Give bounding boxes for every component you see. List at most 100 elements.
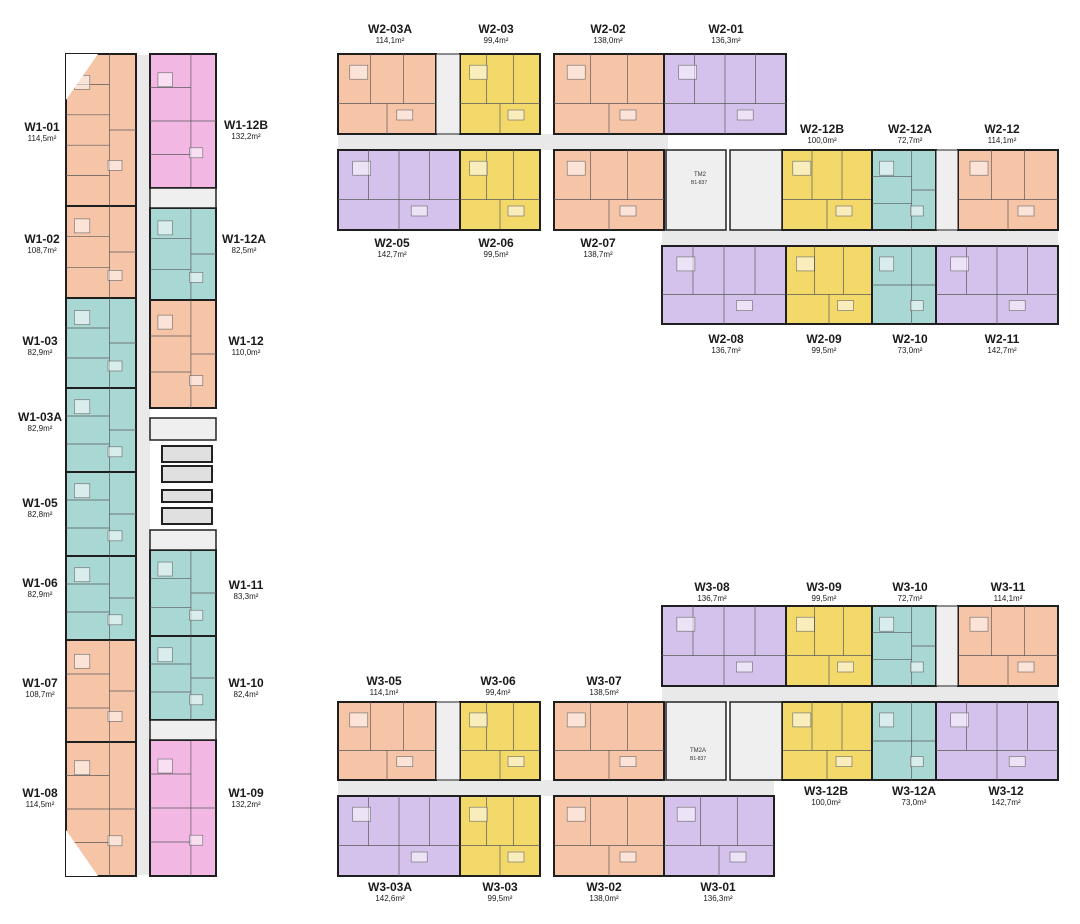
furniture-bed: [74, 653, 91, 669]
unit-w2-01: [663, 53, 787, 135]
unit-w3-01: [663, 795, 775, 877]
furniture-bed: [879, 616, 895, 632]
unit-w1-12a: [149, 207, 217, 301]
unit-code-label: W2-12B: [799, 122, 845, 136]
unit-w3-10: [871, 605, 937, 687]
unit-code-label: W3-08: [694, 580, 730, 594]
unit-area-label: 114,1m²: [369, 688, 399, 697]
furniture-bed: [879, 256, 895, 272]
unit-code-label: W2-03A: [367, 22, 413, 36]
unit-area-label: 99,5m²: [483, 250, 509, 259]
unit-w3-09: [785, 605, 873, 687]
furniture-table: [736, 661, 753, 673]
unit-area-label: 108,7m²: [27, 246, 57, 255]
unit-code-label: W3-03: [482, 880, 518, 894]
unit-area-label: 82,5m²: [231, 246, 257, 255]
furniture-bed: [469, 64, 488, 80]
furniture-table: [1008, 756, 1026, 767]
unit-area-label: 73,0m²: [897, 346, 923, 355]
unit-area-label: 99,4m²: [485, 688, 511, 697]
furniture-table: [619, 851, 637, 863]
furniture-table: [107, 160, 123, 171]
unit-w2-12: [957, 149, 1059, 231]
furniture-table: [189, 834, 204, 846]
unit-code-label: W2-01: [708, 22, 744, 36]
corridor-w3-lower: [338, 780, 774, 796]
unit-code-label: W3-03A: [367, 880, 413, 894]
unit-area-label: 99,5m²: [487, 894, 513, 903]
unit-code-label: W3-01: [700, 880, 736, 894]
furniture-table: [835, 756, 853, 767]
unit-w1-11: [149, 549, 217, 637]
unit-w2-07: [553, 149, 665, 231]
unit-w3-11: [957, 605, 1059, 687]
unit-area-label: 114,1m²: [987, 136, 1017, 145]
unit-code-label: W1-03: [22, 334, 58, 348]
furniture-bed: [157, 758, 173, 774]
unit-area-label: 99,5m²: [811, 594, 837, 603]
furniture-table: [619, 756, 637, 767]
unit-code-label: W3-05: [366, 674, 402, 688]
unit-code-label: W1-01: [24, 120, 60, 134]
furniture-table: [619, 109, 637, 121]
unit-w2-08: [661, 245, 787, 325]
furniture-table: [729, 851, 747, 863]
unit-w2-05: [337, 149, 461, 231]
unit-area-label: 136,3m²: [703, 894, 733, 903]
furniture-bed: [74, 567, 91, 583]
unit-area-label: 83,3m²: [233, 592, 259, 601]
furniture-table: [396, 756, 414, 767]
unit-code-label: W2-08: [708, 332, 744, 346]
unit-code-label: W3-07: [586, 674, 622, 688]
unit-area-label: 138,5m²: [589, 688, 619, 697]
w1-top-chamfer: [66, 54, 98, 100]
unit-code-label: W1-11: [228, 578, 264, 592]
unit-code-label: W2-07: [580, 236, 616, 250]
furniture-bed: [969, 160, 989, 176]
core-w2: [435, 53, 959, 231]
furniture-table: [507, 205, 525, 217]
furniture-bed: [566, 64, 586, 80]
furniture-table: [107, 835, 123, 847]
furniture-table: [910, 300, 924, 311]
unit-code-label: W1-02: [24, 232, 60, 246]
unit-w3-03: [459, 795, 541, 877]
unit-code-label: W2-03: [478, 22, 514, 36]
furniture-table: [189, 147, 204, 159]
furniture-table: [910, 756, 924, 767]
unit-area-label: 132,2m²: [231, 132, 261, 141]
furniture-table: [507, 756, 525, 767]
furniture-bed: [796, 256, 815, 272]
unit-code-label: W3-02: [586, 880, 622, 894]
core-label-tm2: TM2: [694, 172, 707, 178]
unit-code-label: W3-12A: [891, 784, 937, 798]
furniture-bed: [469, 160, 488, 176]
unit-code-label: W1-03A: [17, 410, 63, 424]
unit-area-label: 100,0m²: [811, 798, 841, 807]
unit-code-label: W3-10: [892, 580, 928, 594]
furniture-bed: [950, 256, 969, 272]
furniture-bed: [74, 310, 91, 325]
unit-w2-12a: [871, 149, 937, 231]
unit-area-label: 82,8m²: [27, 510, 53, 519]
unit-code-label: W2-12A: [887, 122, 933, 136]
unit-area-label: 138,0m²: [593, 36, 623, 45]
core-label-tm2a: TM2A: [690, 748, 706, 754]
unit-area-label: 73,0m²: [901, 798, 927, 807]
unit-w2-09: [785, 245, 873, 325]
unit-area-label: 142,6m²: [375, 894, 405, 903]
unit-w3-05: [337, 701, 437, 781]
corridor-w1: [136, 55, 150, 875]
unit-code-label: W1-12A: [221, 232, 267, 246]
corridor-w2-upper: [338, 134, 668, 150]
unit-w2-03a: [337, 53, 437, 135]
furniture-table: [1017, 205, 1035, 217]
unit-area-label: 99,4m²: [483, 36, 509, 45]
furniture-table: [837, 661, 854, 673]
furniture-bed: [676, 256, 696, 272]
unit-w3-12b: [781, 701, 873, 781]
furniture-bed: [469, 712, 488, 728]
furniture-table: [107, 711, 123, 722]
